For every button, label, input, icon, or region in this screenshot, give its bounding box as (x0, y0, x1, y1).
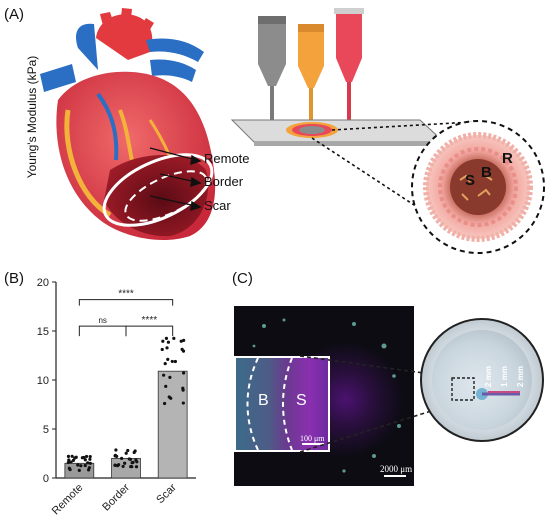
data-point (166, 357, 170, 361)
data-point (161, 339, 165, 343)
construct-photo: 2 mm 1 mm 2 mm (420, 318, 544, 442)
photo-dim-3: 2 mm (515, 366, 525, 387)
y-tick-label: 0 (43, 473, 49, 485)
data-point (88, 461, 92, 465)
data-point (173, 359, 177, 364)
data-point (133, 449, 137, 453)
data-point (88, 457, 92, 461)
data-point (113, 463, 117, 467)
data-point (165, 346, 169, 350)
data-point (181, 386, 185, 390)
significance-label: ns (98, 316, 106, 325)
data-point (83, 463, 87, 468)
data-point (134, 465, 139, 469)
chart-y-axis-label: Young's Modulus (kPa) (25, 55, 39, 179)
print-bed (230, 119, 446, 146)
panel-c-label: (C) (232, 270, 253, 287)
data-point (168, 375, 172, 379)
data-point (182, 338, 186, 342)
inset-label-border: B (258, 392, 269, 409)
ring-letter-scar: S (465, 172, 476, 189)
data-point (164, 384, 168, 388)
data-point (162, 373, 166, 377)
data-point (66, 454, 71, 458)
significance-label: **** (118, 289, 134, 300)
data-point (129, 464, 133, 469)
data-point (135, 460, 139, 464)
y-tick-label: 15 (37, 326, 49, 338)
inset-label-scar: S (296, 392, 307, 409)
data-point (74, 455, 78, 459)
data-point (180, 347, 184, 351)
data-point (160, 347, 164, 352)
image-scale-bar-label: 2000 μm (380, 464, 413, 474)
data-point (126, 448, 130, 453)
data-point (79, 464, 83, 468)
data-point (76, 463, 80, 467)
data-point (121, 464, 125, 469)
data-point (120, 456, 124, 460)
y-tick-label: 20 (37, 277, 49, 289)
data-point (131, 460, 135, 464)
data-point (83, 458, 87, 462)
data-point (86, 468, 91, 472)
region-arrows (149, 147, 202, 212)
microscopy-image: B S 100 μm 2000 μm (234, 306, 414, 486)
region-label-remote: Remote (204, 151, 250, 166)
y-tick-label: 10 (37, 375, 49, 387)
data-point (172, 336, 176, 340)
data-point (169, 396, 173, 400)
significance-label: **** (142, 315, 158, 326)
panel-a-illustration (40, 8, 545, 254)
data-point (181, 371, 186, 375)
ring-letter-border: B (481, 164, 492, 181)
x-tick-label-border: Border (100, 481, 132, 513)
panel-a-label: (A) (4, 6, 24, 23)
data-point (70, 454, 74, 458)
photo-dim-1: 2 mm (483, 366, 493, 387)
significance-bracket (78, 299, 174, 306)
significance-bracket (78, 325, 127, 337)
data-point (124, 451, 128, 455)
significance-bracket (125, 325, 174, 337)
bioprinter-syringes (258, 8, 364, 122)
panel-b-label: (B) (4, 270, 24, 287)
heart-illustration (40, 8, 216, 241)
data-point (66, 460, 70, 465)
region-label-border: Border (204, 174, 244, 189)
y-tick-label: 5 (43, 424, 49, 436)
data-point (86, 461, 90, 465)
data-point (114, 448, 118, 452)
data-point (67, 466, 71, 470)
data-point (71, 458, 75, 463)
x-tick-label-scar: Scar (154, 481, 179, 506)
data-point (88, 454, 92, 459)
tissue-zoom-circle (411, 120, 545, 254)
data-point (179, 339, 183, 343)
data-point (77, 468, 81, 472)
data-point (69, 460, 73, 464)
data-point (84, 454, 89, 459)
data-point (166, 340, 171, 344)
x-tick-label-remote: Remote (50, 482, 86, 518)
data-point (127, 457, 131, 461)
data-point (163, 401, 167, 406)
data-point (123, 461, 127, 465)
data-point (115, 454, 119, 459)
photo-dim-2: 1 mm (499, 366, 509, 387)
region-label-scar: Scar (204, 198, 231, 213)
data-point (163, 361, 167, 366)
data-point (164, 336, 169, 341)
data-point (181, 401, 185, 405)
data-point (117, 463, 121, 467)
ring-letter-remote: R (502, 150, 513, 167)
data-point (67, 458, 71, 462)
data-point (170, 359, 174, 364)
